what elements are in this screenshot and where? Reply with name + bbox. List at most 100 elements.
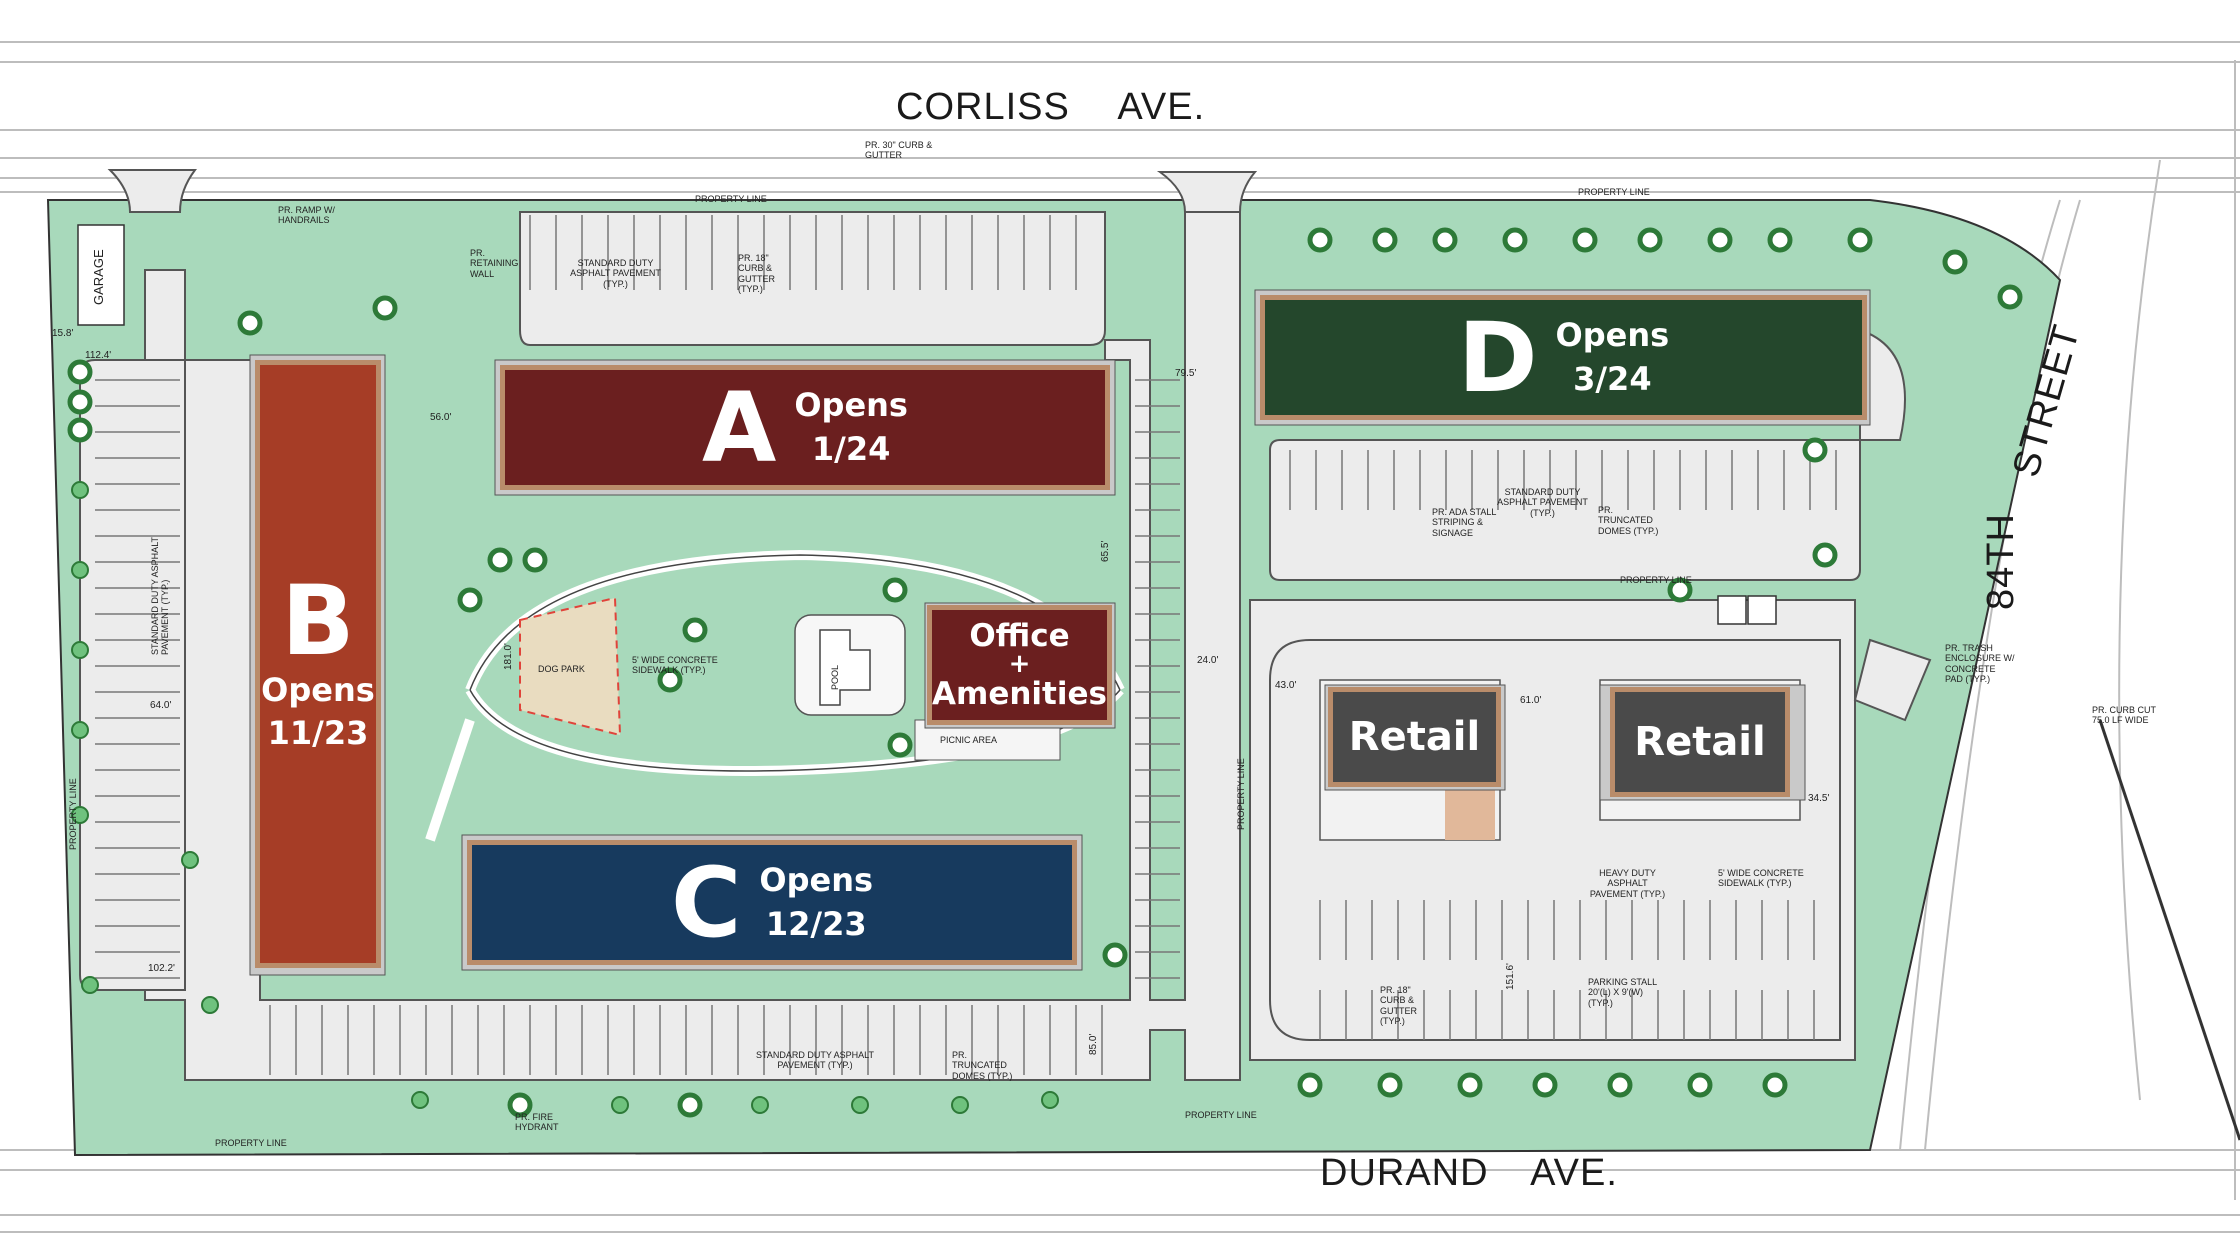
street-name-durand: DURAND [1320, 1152, 1489, 1194]
tree-icon [882, 577, 908, 603]
dimension-dog-park: 181.0' [503, 643, 514, 670]
office-label-line3: Amenities [932, 675, 1107, 712]
note-pool: POOL [830, 664, 840, 690]
street-name-corliss: CORLISS [896, 86, 1070, 128]
note-std-pavement-north: STANDARD DUTY ASPHALT PAVEMENT (TYP.) [570, 258, 661, 289]
note-curb-18-north: PR. 18" CURB & GUTTER (TYP.) [738, 253, 775, 295]
tree-icon [1297, 1072, 1323, 1098]
building-retail-1: Retail [1328, 687, 1501, 787]
tree-icon [67, 389, 93, 415]
note-ramp: PR. RAMP W/ HANDRAILS [278, 205, 335, 226]
durand-road-lines [0, 1149, 2240, 1233]
note-heavy-pavement: HEAVY DUTY ASPHALT PAVEMENT (TYP.) [1589, 868, 1666, 899]
dimension-retail-gap: 61.0' [1520, 695, 1542, 706]
shrub-icon [951, 1096, 969, 1114]
retail-2-label: Retail [1634, 719, 1766, 765]
note-std-pavement-south: STANDARD DUTY ASPHALT PAVEMENT (TYP.) [755, 1050, 875, 1071]
note-property-line-west: PROPERTY LINE [68, 778, 78, 850]
note-dog-park: DOG PARK [538, 664, 585, 674]
parking-stripes [95, 215, 1837, 1075]
building-office-amenities: Office + Amenities [927, 605, 1112, 725]
tree-icon [1767, 227, 1793, 253]
street-label-durand: DURAND AVE. [1320, 1152, 1618, 1195]
tree-icon [677, 1092, 703, 1118]
note-domes-c: PR. TRUNCATED DOMES (TYP.) [952, 1050, 1013, 1081]
tree-icon [1687, 1072, 1713, 1098]
dimension-retail-setback: 43.0' [1275, 680, 1297, 691]
tree-icon [1997, 284, 2023, 310]
dimension-west-south: 102.2' [148, 963, 175, 974]
tree-icon [1377, 1072, 1403, 1098]
note-parking-stall: PARKING STALL 20'(L) x 9'(W) (TYP.) [1588, 977, 1657, 1008]
shrub-icon [71, 481, 89, 499]
dimension-south-drive: 85.0' [1088, 1033, 1099, 1055]
note-property-line-north: PROPERTY LINE [695, 194, 767, 204]
building-d-opening: Opens 3/24 [1556, 314, 1670, 400]
note-ada: PR. ADA STALL STRIPING & SIGNAGE [1432, 507, 1497, 538]
office-label-line1: Office [969, 618, 1070, 655]
shrub-icon [851, 1096, 869, 1114]
shrub-icon [201, 996, 219, 1014]
tree-icon [1707, 227, 1733, 253]
tree-icon [1457, 1072, 1483, 1098]
retail-1-service [1445, 790, 1495, 840]
dimension-retail-east: 34.5' [1808, 793, 1830, 804]
dimension-retail-depth: 151.6' [1505, 963, 1516, 990]
dimension-west-bay: 64.0' [150, 700, 172, 711]
entry-drives [107, 169, 1932, 722]
note-garage: GARAGE [91, 249, 106, 305]
tree-icon [1502, 227, 1528, 253]
building-d-opens-label: Opens [1555, 316, 1670, 355]
dimension-garage-offset: 15.8' [52, 328, 74, 339]
building-a-opens-date: 1/24 [811, 429, 891, 468]
building-a-opening: Opens 1/24 [794, 384, 908, 470]
shrub-icon [71, 721, 89, 739]
note-picnic: PICNIC AREA [940, 735, 998, 745]
shrub-icon [411, 1091, 429, 1109]
shrub-icon [81, 976, 99, 994]
shrub-icon [181, 851, 199, 869]
note-std-pavement-west: STANDARD DUTY ASPHALT PAVEMENT (TYP.) [150, 537, 171, 655]
building-d: D Opens 3/24 [1260, 295, 1867, 420]
street-label-corliss: CORLISS AVE. [896, 86, 1205, 129]
tree-icon [1432, 227, 1458, 253]
note-property-line-central: PROPERTY LINE [1236, 758, 1246, 830]
building-b-opens-label: Opens [261, 670, 375, 709]
building-b-opens-date: 11/23 [267, 714, 369, 752]
dimension-drive-aisle: 24.0' [1197, 655, 1219, 666]
tree-icon [1802, 437, 1828, 463]
tree-icon [507, 1092, 533, 1118]
pool-area [794, 614, 906, 716]
note-property-line-south: PROPERTY LINE [1185, 1110, 1257, 1120]
tree-icon [67, 359, 93, 385]
garage-structure [77, 224, 125, 326]
note-curb-18-south: PR. 18" CURB & GUTTER (TYP.) [1380, 985, 1417, 1027]
note-property-line-sw: PROPERTY LINE [215, 1138, 287, 1148]
tree-icon [1102, 942, 1128, 968]
tree-icon [1307, 227, 1333, 253]
street-label-84th: 84TH [1980, 513, 2023, 610]
tree-icon [237, 310, 263, 336]
building-b-letter: B [281, 564, 355, 677]
tree-icon [487, 547, 513, 573]
note-retaining-wall: PR. RETAINING WALL [470, 248, 519, 279]
tree-icon [682, 617, 708, 643]
tree-icon [1572, 227, 1598, 253]
building-c-opening: Opens 12/23 [759, 859, 873, 945]
shrub-icon [71, 806, 89, 824]
building-c-opens-date: 12/23 [765, 904, 867, 943]
shrub-icon [71, 561, 89, 579]
tree-icon [1372, 227, 1398, 253]
dog-park-area [519, 596, 622, 737]
building-c-letter: C [670, 846, 742, 959]
shrub-icon [751, 1096, 769, 1114]
note-curb-30: PR. 30" CURB & GUTTER [865, 140, 933, 161]
note-hydrant: PR. FIRE HYDRANT [515, 1112, 559, 1133]
street-number-84th: 84TH [1980, 513, 2022, 610]
tree-icon [522, 547, 548, 573]
dimension-a-east: 79.5' [1175, 368, 1197, 379]
note-curb-cut: PR. CURB CUT 75.0 LF WIDE [2092, 705, 2156, 726]
note-std-pavement-d: STANDARD DUTY ASPHALT PAVEMENT (TYP.) [1497, 487, 1588, 518]
tree-icon [1762, 1072, 1788, 1098]
